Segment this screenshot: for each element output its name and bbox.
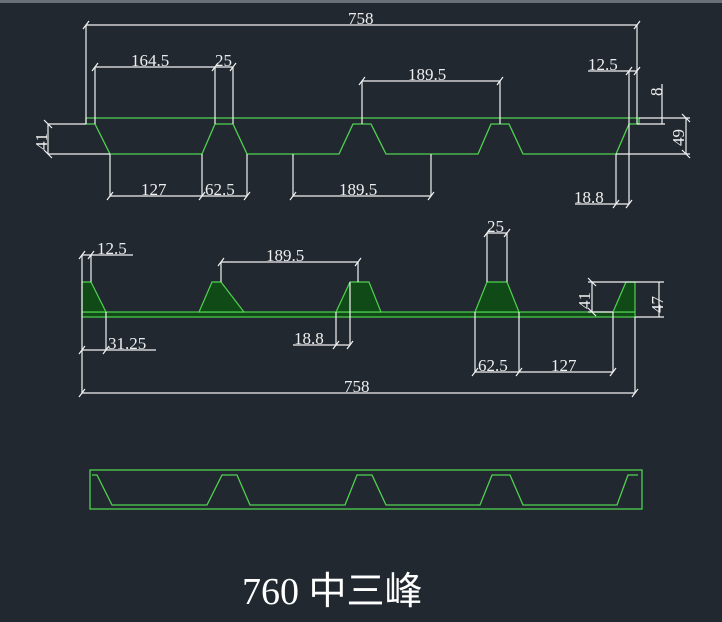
dim-31-25: 31.25 [108,334,146,353]
dim-18-8: 18.8 [574,188,604,207]
dim-189-5-top: 189.5 [408,65,446,84]
dim-41: 41 [32,133,51,150]
dim-189-5-bottom: 189.5 [339,180,377,199]
dim-12-5: 12.5 [97,239,127,258]
dim-25: 25 [487,217,504,236]
dim-164-5: 164.5 [131,51,169,70]
middle-profile [81,281,636,318]
dim-overall-758: 758 [348,9,374,28]
dim-41: 41 [575,292,594,309]
bottom-section [89,469,643,510]
middle-dimensions [78,228,664,398]
dim-62-5: 62.5 [478,356,508,375]
dim-25: 25 [215,51,232,70]
dim-8: 8 [647,88,666,97]
top-dimension-labels: 758 164.5 25 189.5 12.5 8 49 41 127 62.5… [32,9,688,207]
dim-127: 127 [141,180,167,199]
drawing-title: 760 中三峰 [242,571,423,613]
dim-18-8: 18.8 [294,329,324,348]
dim-47: 47 [648,296,667,314]
dim-189-5: 189.5 [266,246,304,265]
dim-overall-758: 758 [344,377,370,396]
dim-49: 49 [669,129,688,146]
dim-127: 127 [551,356,577,375]
top-dimensions [43,20,691,209]
dim-12-5: 12.5 [588,55,618,74]
middle-dimension-labels: 12.5 189.5 25 41 47 31.25 18.8 62.5 127 … [97,217,667,396]
dim-62-5: 62.5 [205,180,235,199]
